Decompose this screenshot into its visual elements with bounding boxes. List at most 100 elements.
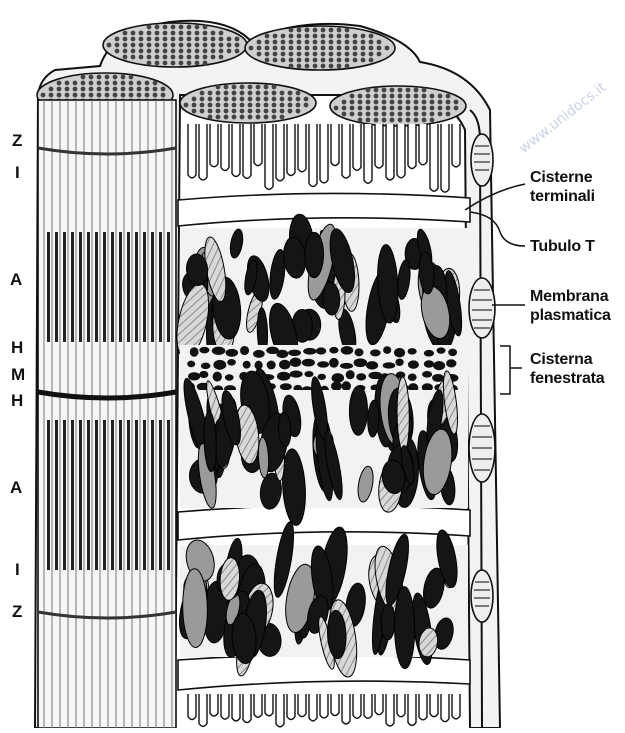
filament-end — [195, 31, 200, 36]
filament-end — [272, 115, 277, 120]
filament-end — [273, 58, 278, 63]
filament-end — [369, 34, 374, 39]
filament-end — [81, 75, 86, 80]
bracket-cisterna — [500, 346, 522, 394]
thick-filament — [55, 420, 58, 570]
thick-filament — [47, 420, 50, 570]
cisterna-finger — [353, 694, 361, 718]
filament-end — [105, 93, 110, 98]
filament-end — [232, 115, 237, 120]
filament-end — [406, 112, 411, 117]
filament-end — [147, 49, 152, 54]
filament-end — [382, 100, 387, 105]
filament-end — [281, 58, 286, 63]
cisterna-finger — [430, 694, 438, 717]
fenestration — [212, 347, 226, 355]
filament-end — [192, 103, 197, 108]
filament-end — [321, 28, 326, 33]
filament-end — [113, 87, 118, 92]
filament-end — [398, 94, 403, 99]
filament-end — [361, 58, 366, 63]
cisterna-finger — [331, 124, 339, 166]
cisterna-finger — [210, 694, 218, 716]
fenestration — [317, 374, 325, 380]
fenestration — [290, 370, 303, 377]
filament-end — [353, 34, 358, 39]
cisterna-finger — [408, 694, 416, 725]
filament-end — [65, 81, 70, 86]
filament-end — [227, 49, 232, 54]
label-cisterne-terminali: Cisterne terminali — [530, 168, 595, 206]
filament-end — [153, 87, 158, 92]
filament-end — [129, 81, 134, 86]
filament-end — [345, 34, 350, 39]
filament-end — [398, 112, 403, 117]
filament-end — [272, 97, 277, 102]
filament-end — [265, 40, 270, 45]
filament-end — [232, 85, 237, 90]
filament-end — [369, 58, 374, 63]
filament-end — [137, 93, 142, 98]
filament-end — [208, 91, 213, 96]
fenestration — [394, 348, 405, 358]
fenestration — [190, 347, 199, 357]
filament-end — [179, 49, 184, 54]
cisterna-finger — [210, 124, 218, 167]
filament-end — [366, 106, 371, 111]
filament-end — [224, 109, 229, 114]
thick-filament — [79, 232, 82, 342]
thick-filament — [63, 420, 66, 570]
filament-end — [184, 103, 189, 108]
filament-end — [374, 118, 379, 123]
filament-end — [219, 37, 224, 42]
filament-end — [232, 103, 237, 108]
filament-end — [280, 97, 285, 102]
cisterna-finger — [188, 124, 196, 178]
fenestration — [240, 346, 249, 355]
filament-end — [139, 31, 144, 36]
filament-end — [382, 88, 387, 93]
filament-end — [398, 106, 403, 111]
thick-filament — [111, 420, 114, 570]
filament-end — [240, 91, 245, 96]
filament-end — [369, 46, 374, 51]
filament-end — [297, 58, 302, 63]
filament-end — [171, 55, 176, 60]
filament-end — [248, 97, 253, 102]
filament-end — [81, 87, 86, 92]
fenestration — [342, 381, 351, 391]
filament-end — [123, 43, 128, 48]
filament-end — [422, 100, 427, 105]
filament-end — [454, 100, 459, 105]
filament-end — [256, 115, 261, 120]
fenestration — [332, 373, 344, 383]
filament-end — [377, 52, 382, 57]
filament-end — [121, 81, 126, 86]
filament-end — [216, 109, 221, 114]
filament-end — [272, 103, 277, 108]
thick-filament — [143, 420, 146, 570]
filament-end — [211, 55, 216, 60]
filament-end — [41, 93, 46, 98]
cisterna-finger — [265, 124, 273, 189]
fenestration — [243, 361, 251, 369]
filament-end — [219, 31, 224, 36]
filament-end — [187, 55, 192, 60]
filament-end — [361, 52, 366, 57]
cisterna-finger — [441, 694, 449, 722]
filament-end — [224, 103, 229, 108]
filament-end — [321, 40, 326, 45]
filament-end — [430, 118, 435, 123]
filament-end — [249, 46, 254, 51]
filament-end — [203, 31, 208, 36]
cisterna-finger — [309, 124, 317, 187]
filament-end — [272, 109, 277, 114]
filament-end — [248, 115, 253, 120]
cisterna-finger — [199, 694, 207, 726]
fenestration — [188, 372, 200, 380]
filament-end — [224, 91, 229, 96]
filament-end — [264, 85, 269, 90]
filament-end — [350, 106, 355, 111]
fenestration — [422, 371, 432, 378]
filament-end — [203, 25, 208, 30]
